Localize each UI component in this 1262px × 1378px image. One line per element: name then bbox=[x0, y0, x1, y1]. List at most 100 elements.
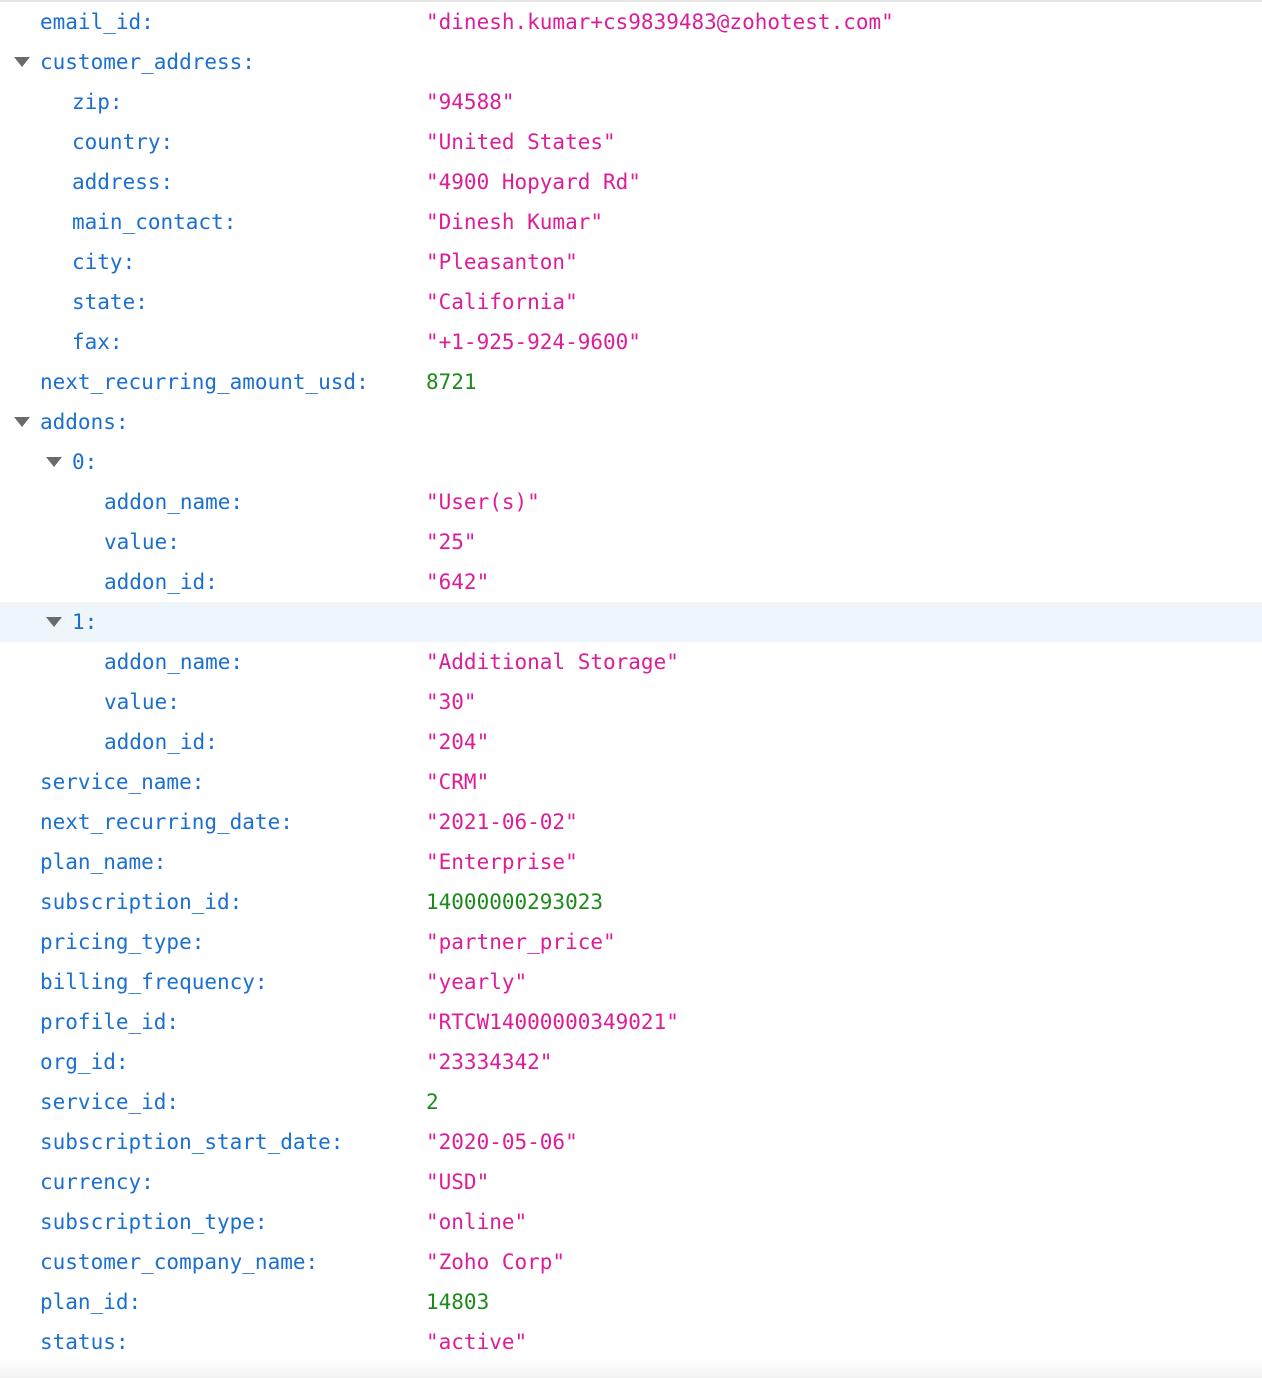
chevron-down-icon[interactable] bbox=[46, 457, 62, 467]
json-key: org_id: bbox=[40, 1050, 129, 1074]
json-row-plan-name[interactable]: plan_name: "Enterprise" bbox=[0, 842, 1262, 882]
json-value[interactable]: "California" bbox=[426, 290, 578, 314]
json-row-addon-1-name[interactable]: addon_name: "Additional Storage" bbox=[0, 642, 1262, 682]
json-key: plan_id: bbox=[40, 1290, 142, 1314]
json-row-addon-0-id[interactable]: addon_id: "642" bbox=[0, 562, 1262, 602]
top-border bbox=[0, 0, 1262, 2]
chevron-down-icon[interactable] bbox=[14, 417, 30, 427]
json-row-email-id[interactable]: email_id: "dinesh.kumar+cs9839483@zohote… bbox=[0, 2, 1262, 42]
json-value[interactable]: "642" bbox=[426, 570, 490, 594]
json-key: value: bbox=[104, 690, 180, 714]
json-row-city[interactable]: city: "Pleasanton" bbox=[0, 242, 1262, 282]
json-key: service_id: bbox=[40, 1090, 180, 1114]
json-row-service-id[interactable]: service_id: 2 bbox=[0, 1082, 1262, 1122]
json-key: addon_id: bbox=[104, 730, 218, 754]
json-key: next_recurring_date: bbox=[40, 810, 293, 834]
json-row-addon-1-id[interactable]: addon_id: "204" bbox=[0, 722, 1262, 762]
json-key: subscription_id: bbox=[40, 890, 243, 914]
json-key: addons: bbox=[40, 410, 129, 434]
json-key: billing_frequency: bbox=[40, 970, 268, 994]
json-key: pricing_type: bbox=[40, 930, 205, 954]
json-key: country: bbox=[72, 130, 174, 154]
json-row-country[interactable]: country: "United States" bbox=[0, 122, 1262, 162]
json-row-subscription-type[interactable]: subscription_type: "online" bbox=[0, 1202, 1262, 1242]
json-key: 0: bbox=[72, 450, 98, 474]
json-value[interactable]: "partner_price" bbox=[426, 930, 616, 954]
json-value[interactable]: "30" bbox=[426, 690, 477, 714]
json-row-addon-1[interactable]: 1: bbox=[0, 602, 1262, 642]
bottom-scroll-shadow bbox=[0, 1360, 1262, 1378]
json-value[interactable]: "2021-06-02" bbox=[426, 810, 578, 834]
chevron-down-icon[interactable] bbox=[46, 617, 62, 627]
json-row-addons[interactable]: addons: bbox=[0, 402, 1262, 442]
json-key: service_name: bbox=[40, 770, 205, 794]
json-key: customer_company_name: bbox=[40, 1250, 319, 1274]
json-value[interactable]: "2020-05-06" bbox=[426, 1130, 578, 1154]
json-key: currency: bbox=[40, 1170, 154, 1194]
json-value[interactable]: "Zoho Corp" bbox=[426, 1250, 566, 1274]
json-row-profile-id[interactable]: profile_id: "RTCW14000000349021" bbox=[0, 1002, 1262, 1042]
json-row-main-contact[interactable]: main_contact: "Dinesh Kumar" bbox=[0, 202, 1262, 242]
json-row-fax[interactable]: fax: "+1-925-924-9600" bbox=[0, 322, 1262, 362]
json-key: addon_name: bbox=[104, 650, 244, 674]
json-value[interactable]: "4900 Hopyard Rd" bbox=[426, 170, 641, 194]
json-row-addon-0-value[interactable]: value: "25" bbox=[0, 522, 1262, 562]
json-value[interactable]: "Dinesh Kumar" bbox=[426, 210, 604, 234]
json-value[interactable]: 14803 bbox=[426, 1290, 490, 1314]
json-value[interactable]: "204" bbox=[426, 730, 490, 754]
json-value[interactable]: "User(s)" bbox=[426, 490, 540, 514]
json-value[interactable]: "CRM" bbox=[426, 770, 490, 794]
json-key: 1: bbox=[72, 610, 98, 634]
json-value[interactable]: 14000000293023 bbox=[426, 890, 604, 914]
json-key: subscription_type: bbox=[40, 1210, 268, 1234]
json-row-state[interactable]: state: "California" bbox=[0, 282, 1262, 322]
json-value[interactable]: "Additional Storage" bbox=[426, 650, 679, 674]
json-value[interactable]: "online" bbox=[426, 1210, 528, 1234]
json-key: customer_address: bbox=[40, 50, 255, 74]
json-row-plan-id[interactable]: plan_id: 14803 bbox=[0, 1282, 1262, 1322]
json-key: status: bbox=[40, 1330, 129, 1354]
json-value[interactable]: "Pleasanton" bbox=[426, 250, 578, 274]
json-value[interactable]: "RTCW14000000349021" bbox=[426, 1010, 679, 1034]
json-value[interactable]: "active" bbox=[426, 1330, 528, 1354]
json-value[interactable]: "25" bbox=[426, 530, 477, 554]
json-key: zip: bbox=[72, 90, 123, 114]
json-key: next_recurring_amount_usd: bbox=[40, 370, 369, 394]
json-value[interactable]: "yearly" bbox=[426, 970, 528, 994]
json-value[interactable]: "dinesh.kumar+cs9839483@zohotest.com" bbox=[426, 10, 894, 34]
json-key: plan_name: bbox=[40, 850, 167, 874]
json-row-status[interactable]: status: "active" bbox=[0, 1322, 1262, 1362]
json-row-next-recurring-amount-usd[interactable]: next_recurring_amount_usd: 8721 bbox=[0, 362, 1262, 402]
json-value[interactable]: 2 bbox=[426, 1090, 439, 1114]
json-value[interactable]: 8721 bbox=[426, 370, 477, 394]
json-key: profile_id: bbox=[40, 1010, 180, 1034]
json-key: addon_name: bbox=[104, 490, 244, 514]
json-key: city: bbox=[72, 250, 136, 274]
json-row-addon-0[interactable]: 0: bbox=[0, 442, 1262, 482]
json-row-customer-company-name[interactable]: customer_company_name: "Zoho Corp" bbox=[0, 1242, 1262, 1282]
json-row-zip[interactable]: zip: "94588" bbox=[0, 82, 1262, 122]
json-key: email_id: bbox=[40, 10, 154, 34]
json-row-billing-frequency[interactable]: billing_frequency: "yearly" bbox=[0, 962, 1262, 1002]
json-value[interactable]: "USD" bbox=[426, 1170, 490, 1194]
chevron-down-icon[interactable] bbox=[14, 57, 30, 67]
json-value[interactable]: "United States" bbox=[426, 130, 616, 154]
json-row-subscription-start-date[interactable]: subscription_start_date: "2020-05-06" bbox=[0, 1122, 1262, 1162]
json-value[interactable]: "Enterprise" bbox=[426, 850, 578, 874]
json-row-pricing-type[interactable]: pricing_type: "partner_price" bbox=[0, 922, 1262, 962]
json-row-service-name[interactable]: service_name: "CRM" bbox=[0, 762, 1262, 802]
json-row-customer-address[interactable]: customer_address: bbox=[0, 42, 1262, 82]
json-row-addon-0-name[interactable]: addon_name: "User(s)" bbox=[0, 482, 1262, 522]
json-row-next-recurring-date[interactable]: next_recurring_date: "2021-06-02" bbox=[0, 802, 1262, 842]
json-value[interactable]: "23334342" bbox=[426, 1050, 553, 1074]
json-key: main_contact: bbox=[72, 210, 237, 234]
json-value[interactable]: "94588" bbox=[426, 90, 515, 114]
json-row-org-id[interactable]: org_id: "23334342" bbox=[0, 1042, 1262, 1082]
json-row-addon-1-value[interactable]: value: "30" bbox=[0, 682, 1262, 722]
json-row-address[interactable]: address: "4900 Hopyard Rd" bbox=[0, 162, 1262, 202]
json-key: subscription_start_date: bbox=[40, 1130, 344, 1154]
json-value[interactable]: "+1-925-924-9600" bbox=[426, 330, 641, 354]
json-row-currency[interactable]: currency: "USD" bbox=[0, 1162, 1262, 1202]
json-row-subscription-id[interactable]: subscription_id: 14000000293023 bbox=[0, 882, 1262, 922]
